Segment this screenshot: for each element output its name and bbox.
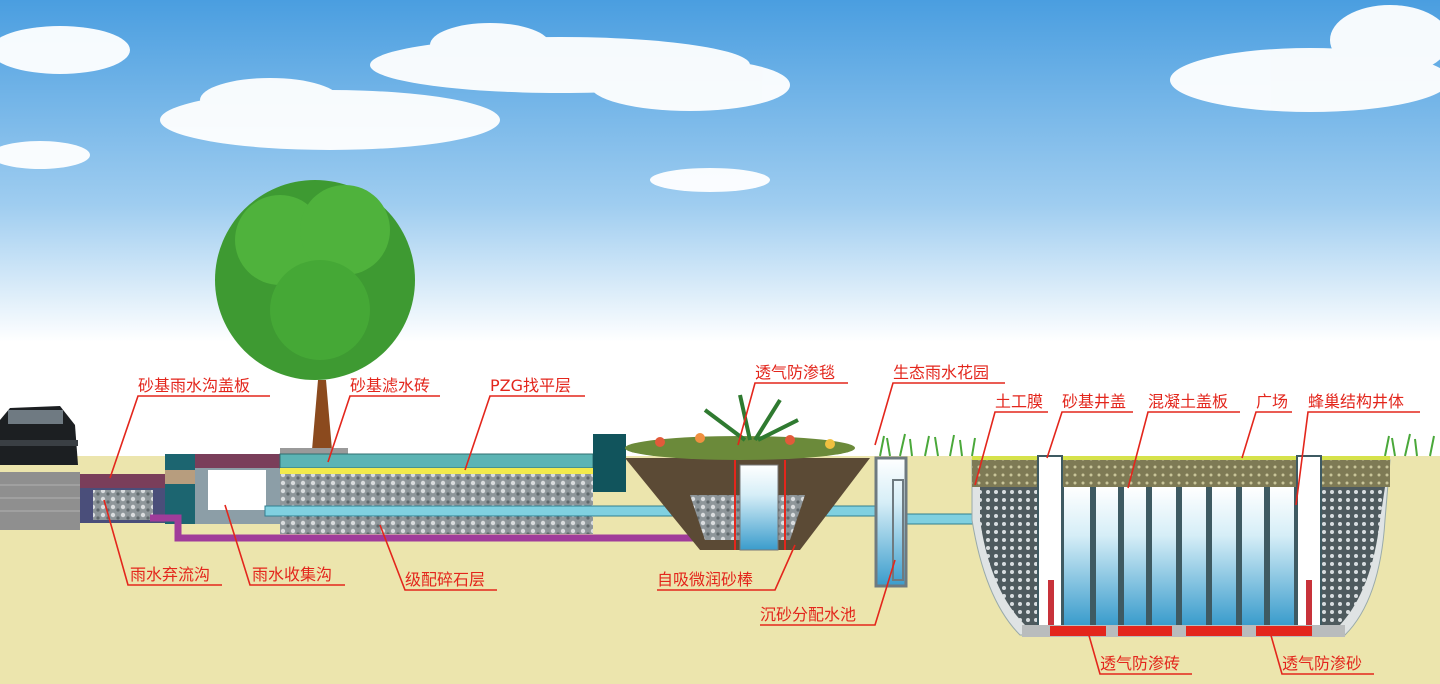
label-breathable-brick: 透气防渗砖 — [1100, 654, 1180, 673]
label-honeycomb-well: 蜂巢结构井体 — [1308, 392, 1404, 411]
sediment-tank — [874, 456, 908, 588]
label-concrete-cover: 混凝土盖板 — [1148, 392, 1228, 411]
sand-rod-well — [739, 464, 779, 551]
plants — [625, 394, 855, 460]
breathable-bricks — [1050, 626, 1312, 636]
label-breathable-blanket: 透气防渗毯 — [755, 363, 835, 382]
gravel-layer — [280, 474, 593, 534]
label-sand-rod: 自吸微润砂棒 — [657, 570, 753, 589]
label-geomembrane: 土工膜 — [995, 392, 1043, 411]
purple-pipe — [150, 514, 755, 542]
label-sediment-tank: 沉砂分配水池 — [760, 605, 856, 624]
label-breathable-sand: 透气防渗砂 — [1282, 654, 1362, 673]
clouds — [0, 5, 1440, 192]
label-plaza: 广场 — [1256, 392, 1288, 411]
label-collection-ditch: 雨水收集沟 — [252, 565, 332, 584]
leader-lines — [103, 382, 1420, 675]
label-filter-brick: 砂基滤水砖 — [350, 376, 430, 395]
pzg-layer — [280, 468, 593, 474]
label-drain-cover: 砂基雨水沟盖板 — [138, 376, 250, 395]
label-initial-flow-ditch: 雨水弃流沟 — [130, 565, 210, 584]
label-gravel-layer: 级配碎石层 — [405, 570, 485, 589]
label-well-cover: 砂基井盖 — [1062, 392, 1126, 411]
drain-cover — [80, 474, 165, 488]
grass — [879, 433, 1435, 457]
filter-brick-layer — [279, 453, 594, 469]
label-rain-garden: 生态雨水花园 — [893, 363, 989, 382]
label-pzg-layer: PZG找平层 — [490, 376, 571, 395]
car-icon — [0, 406, 78, 465]
tree-icon — [215, 180, 415, 450]
